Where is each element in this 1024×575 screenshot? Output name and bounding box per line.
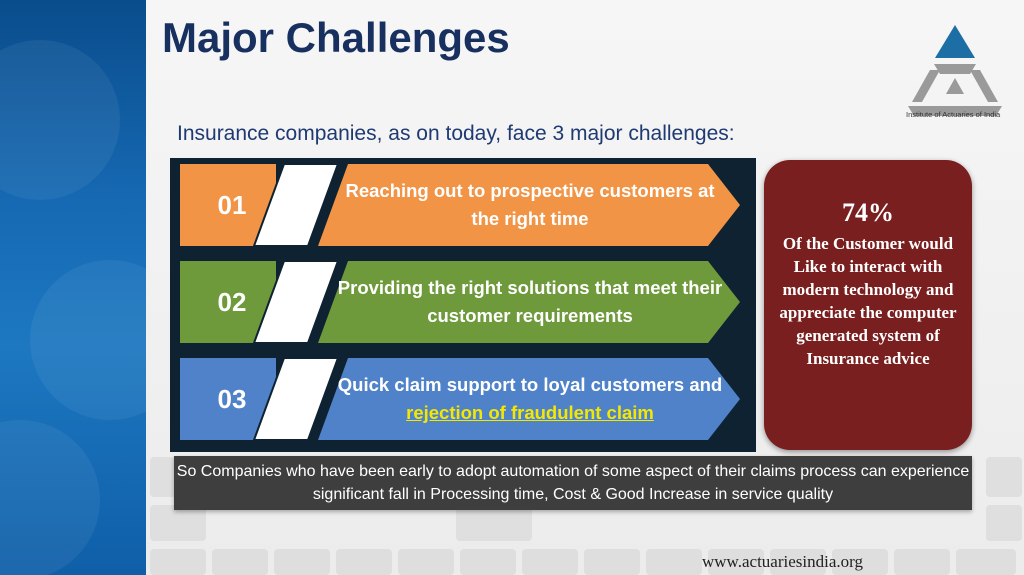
stat-percent: 74% <box>842 198 894 227</box>
challenge-text-3-prefix: Quick claim support to loyal customers a… <box>337 374 723 395</box>
challenge-row-3-shape <box>180 357 740 441</box>
challenge-row-1-shape <box>180 163 740 247</box>
logo-caption: Institute of Actuaries of India <box>906 110 1001 119</box>
challenge-number-1: 01 <box>217 189 247 220</box>
conclusion-banner: So Companies who have been early to adop… <box>174 456 972 510</box>
challenge-number-2: 02 <box>217 286 247 317</box>
stat-description: Of the Customer would Like to interact w… <box>779 234 957 368</box>
left-decorative-strip <box>0 0 146 575</box>
subtitle: Insurance companies, as on today, face 3… <box>177 122 735 145</box>
challenge-text-2: Providing the right solutions that meet … <box>337 277 723 326</box>
challenge-row-3: 03 Quick claim support to loyal customer… <box>180 356 746 442</box>
challenge-number-3: 03 <box>217 383 247 414</box>
challenge-text-3-highlight: rejection of fraudulent claim <box>406 402 654 423</box>
footer-url[interactable]: www.actuariesindia.org <box>702 552 863 571</box>
page-title: Major Challenges <box>162 14 510 61</box>
customer-stat-box: 74% Of the Customer would Like to intera… <box>764 160 972 450</box>
conclusion-text: So Companies who have been early to adop… <box>176 463 970 503</box>
institute-logo <box>908 25 1002 116</box>
challenge-row-1: 01 Reaching out to prospective customers… <box>180 162 746 248</box>
challenge-text-1: Reaching out to prospective customers at… <box>345 180 715 229</box>
challenge-row-2-shape <box>180 260 740 344</box>
challenge-text-3: Quick claim support to loyal customers a… <box>330 360 730 438</box>
challenge-row-2: 02 Providing the right solutions that me… <box>180 259 746 345</box>
challenges-panel: 01 Reaching out to prospective customers… <box>170 158 756 452</box>
